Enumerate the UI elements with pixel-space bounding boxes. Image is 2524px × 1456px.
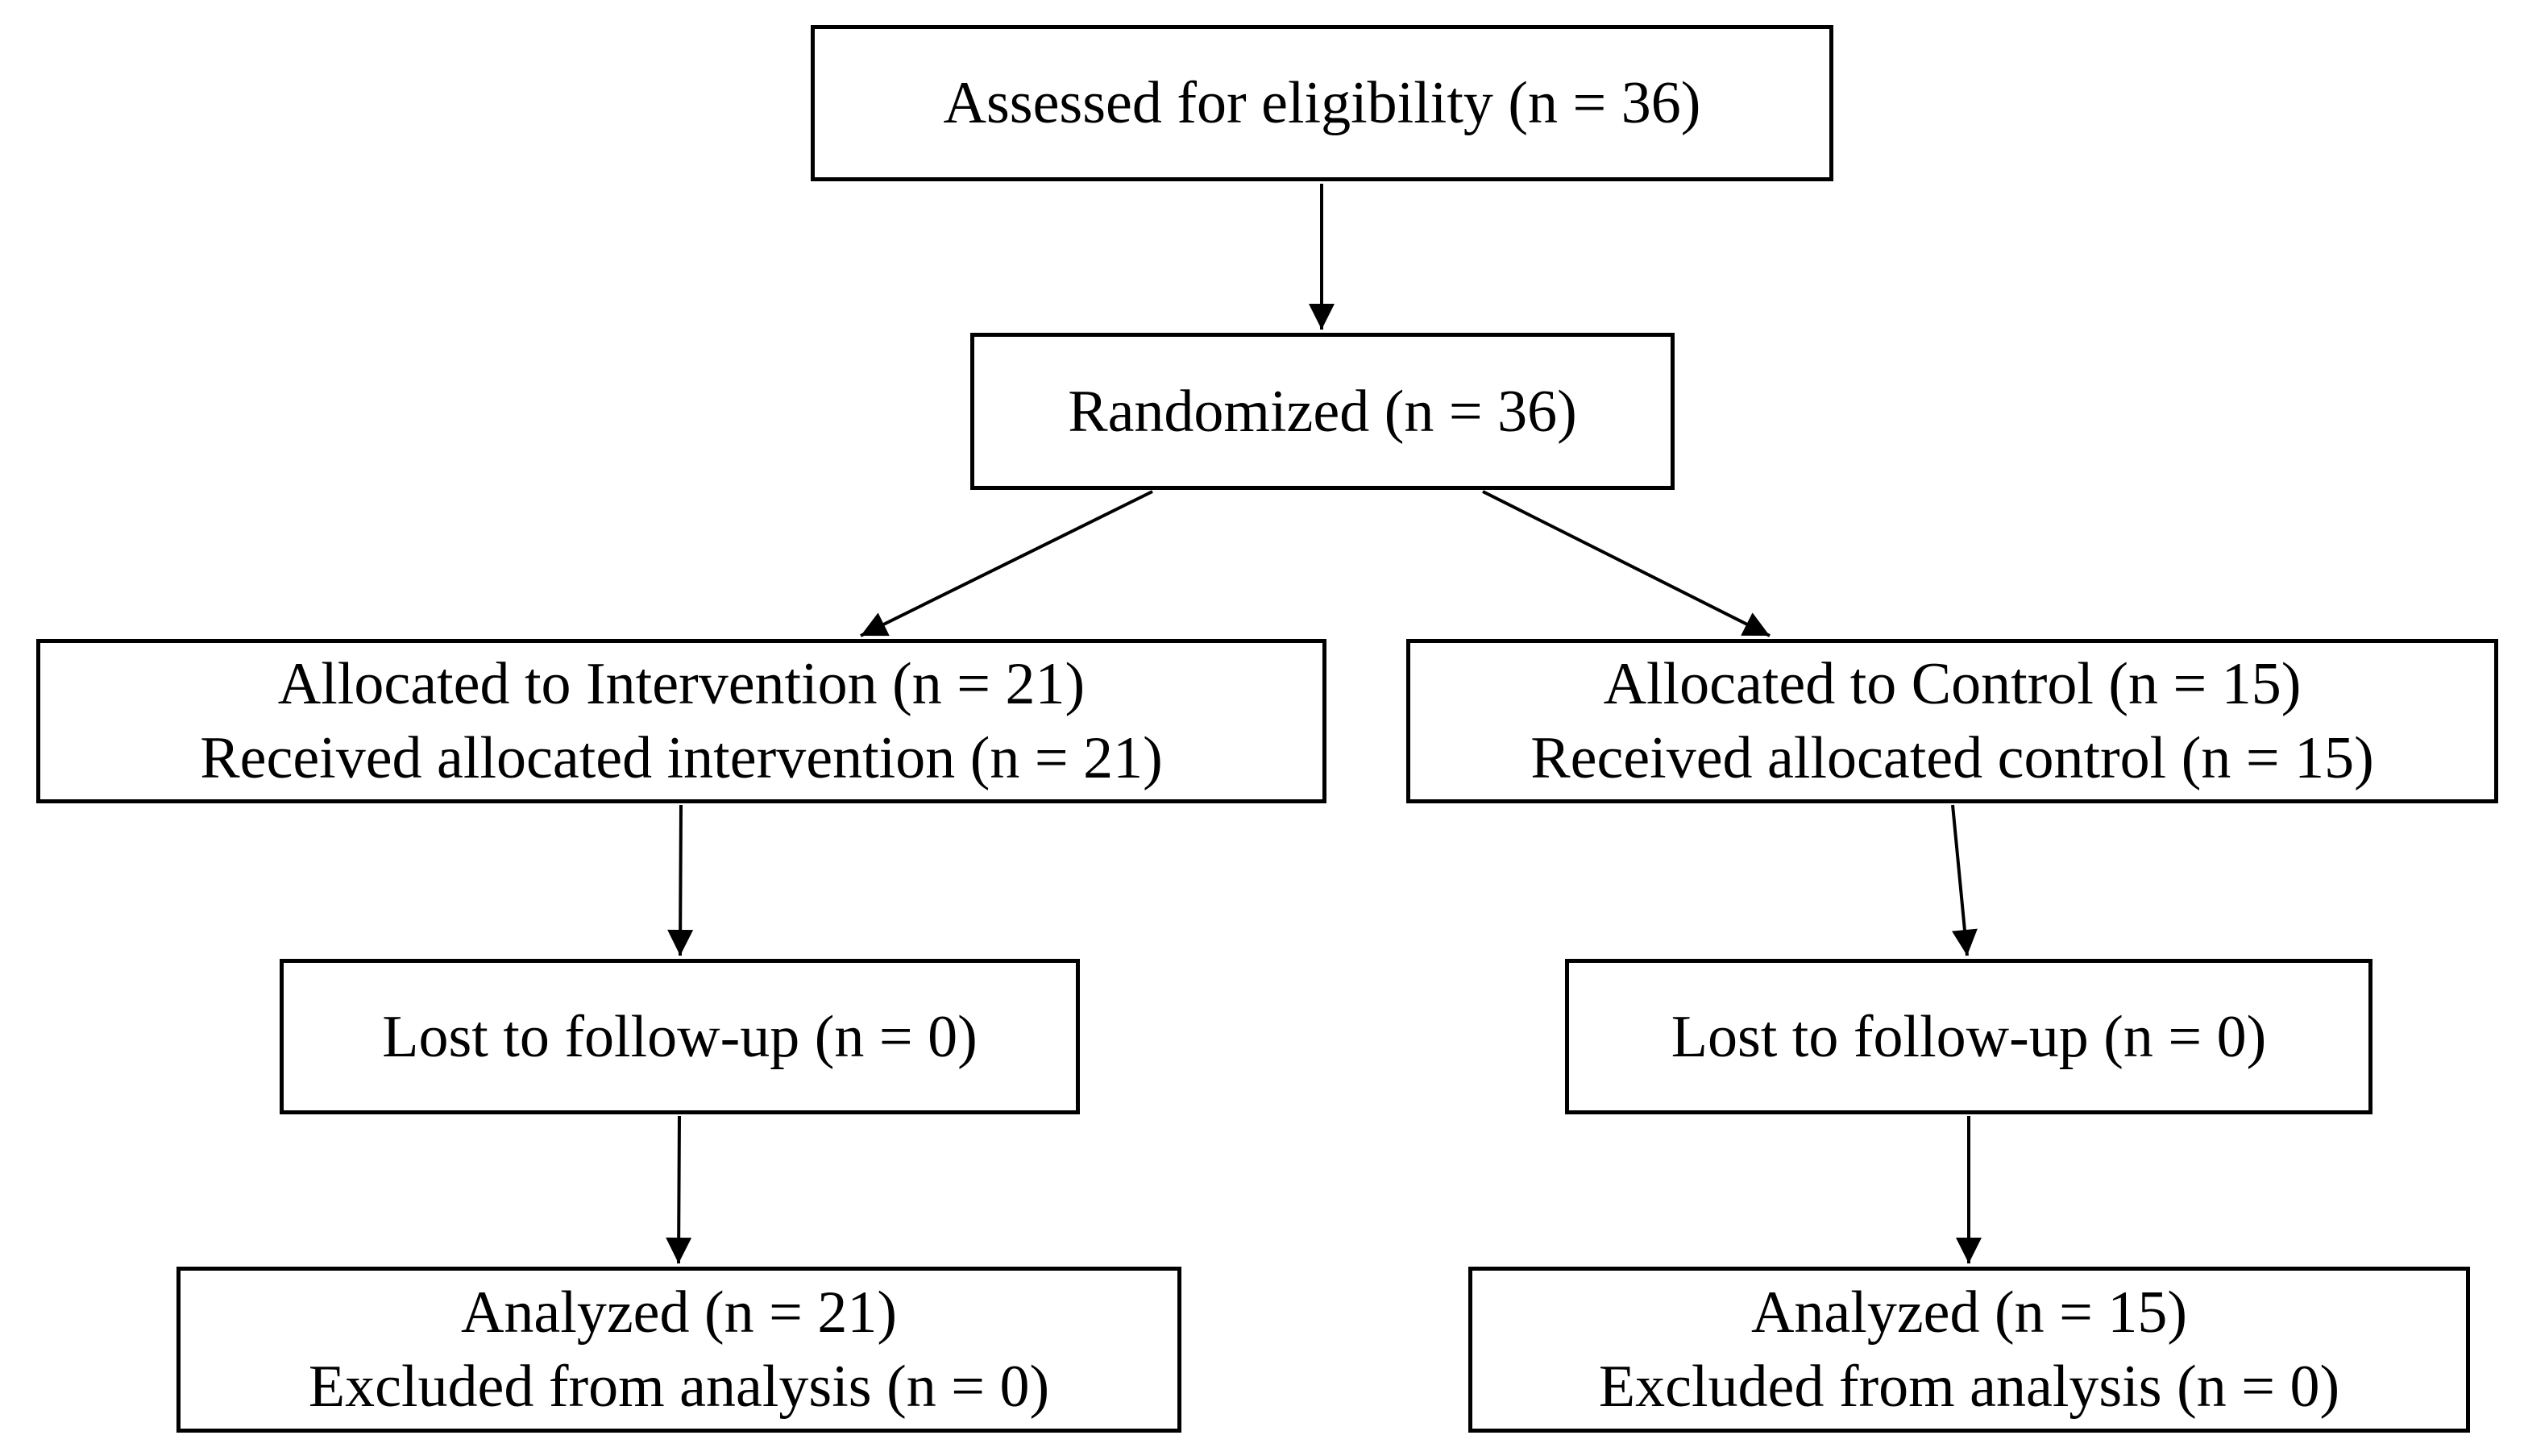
node-analyzed-control: Analyzed (n = 15) Excluded from analysis… bbox=[1468, 1267, 2470, 1433]
node-allocated-control: Allocated to Control (n = 15) Received a… bbox=[1406, 639, 2498, 803]
arrow-allocated-control-to-lost bbox=[1951, 804, 1978, 956]
arrow-allocated-intervention-to-lost bbox=[667, 804, 694, 956]
node-text-line: Received allocated intervention (n = 21) bbox=[200, 725, 1163, 791]
node-lost-followup-intervention: Lost to follow-up (n = 0) bbox=[280, 959, 1080, 1114]
node-text-line: Excluded from analysis (n = 0) bbox=[308, 1354, 1050, 1420]
node-assessed-eligibility: Assessed for eligibility (n = 36) bbox=[811, 25, 1833, 181]
node-text-line: Assessed for eligibility (n = 36) bbox=[943, 70, 1701, 136]
node-text-line: Lost to follow-up (n = 0) bbox=[1671, 1003, 2267, 1070]
node-text-line: Allocated to Intervention (n = 21) bbox=[277, 651, 1086, 717]
arrow-randomized-to-allocated-control bbox=[1482, 490, 1771, 637]
node-text-line: Excluded from analysis (n = 0) bbox=[1598, 1354, 2340, 1420]
node-lost-followup-control: Lost to follow-up (n = 0) bbox=[1565, 959, 2372, 1114]
node-text-line: Received allocated control (n = 15) bbox=[1530, 725, 2374, 791]
node-analyzed-intervention: Analyzed (n = 21) Excluded from analysis… bbox=[176, 1267, 1181, 1433]
node-text-line: Randomized (n = 36) bbox=[1068, 378, 1577, 445]
node-allocated-intervention: Allocated to Intervention (n = 21) Recei… bbox=[36, 639, 1326, 803]
node-text-line: Analyzed (n = 21) bbox=[460, 1280, 898, 1346]
node-text-line: Analyzed (n = 15) bbox=[1750, 1280, 2188, 1346]
arrow-randomized-to-allocated-intervention bbox=[860, 490, 1153, 637]
node-randomized: Randomized (n = 36) bbox=[970, 333, 1675, 490]
node-text-line: Lost to follow-up (n = 0) bbox=[382, 1003, 978, 1070]
node-text-line: Allocated to Control (n = 15) bbox=[1603, 651, 2302, 717]
